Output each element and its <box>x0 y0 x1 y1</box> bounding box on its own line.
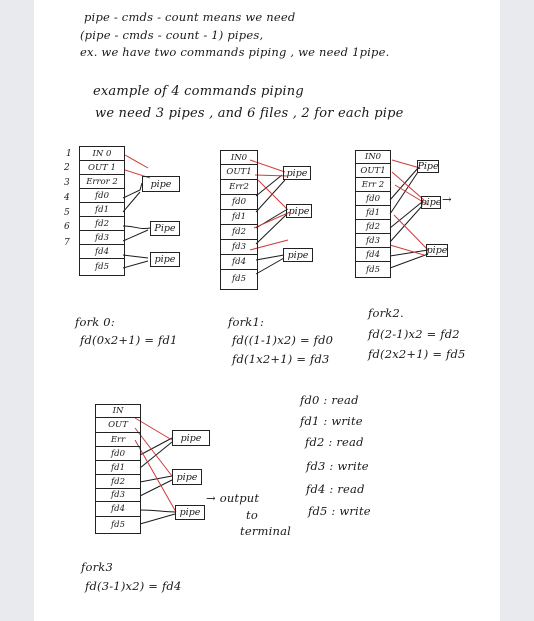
fd-cell: fd4 <box>96 502 140 517</box>
fd-cell: fd3 <box>356 234 390 248</box>
fd-cell: fd3 <box>80 231 124 245</box>
fd-cell: Error 2 <box>80 175 124 189</box>
fd-cell: IN 0 <box>80 147 124 161</box>
output-label: terminal <box>240 524 292 538</box>
fork3-title: fork3 <box>81 560 113 574</box>
note-line-3: ex. we have two commands piping , we nee… <box>80 45 390 59</box>
fd-cell: OUT1 <box>356 164 390 178</box>
fd-cell: fd5 <box>95 262 109 272</box>
fd-cell: OUT <box>96 418 140 433</box>
note-line-2: (pipe - cmds - count - 1) pipes, <box>80 28 264 42</box>
pipe-box: pipe <box>283 248 313 262</box>
fd-cell: IN0 <box>356 151 390 164</box>
fd-cell: fd0 <box>221 195 257 210</box>
fd-mode-item: fd0 : read <box>300 393 359 407</box>
fd-cell: fd2 <box>96 475 140 489</box>
fork0-formula: fd(0x2+1) = fd1 <box>80 333 178 347</box>
fd-cell: IN <box>96 405 140 418</box>
pipe-box: pipe <box>150 252 180 267</box>
note-line-5: we need 3 pipes , and 6 files , 2 for ea… <box>95 106 404 121</box>
output-label: to <box>246 508 258 522</box>
pipe-box: pipe <box>172 430 210 446</box>
fd-table-fork0: IN 0 OUT 1 Error 2 fd0 fd1 fd2 fd3 fd4 f… <box>79 146 125 276</box>
pipe-box: pipe <box>175 505 205 520</box>
row-number: 2 <box>64 163 70 173</box>
row-number: 4 <box>64 193 70 203</box>
fd-cell: fd4 <box>80 245 124 259</box>
row-number: 3 <box>64 178 70 188</box>
note-line-4: example of 4 commands piping <box>93 84 304 99</box>
fd-cell: fd0 <box>356 192 390 206</box>
note-line-1: pipe - cmds - count means we need <box>84 10 296 24</box>
fd-cell: fd1 <box>96 461 140 475</box>
output-arrow-icon: → <box>442 192 452 206</box>
fd-cell: fd3 <box>221 240 257 255</box>
fd-cell: fd2 <box>221 225 257 240</box>
fd-cell: OUT 1 <box>80 161 124 175</box>
pipe-box: pipe <box>286 204 312 218</box>
pipe-box: pipe <box>420 196 442 209</box>
pipe-box: pipe <box>142 176 180 192</box>
fork1-formula-1: fd((1-1)x2) = fd0 <box>232 333 334 347</box>
fd-cell: fd3 <box>96 489 140 502</box>
fd-table-fork2: IN0 OUT1 Err 2 fd0 fd1 fd2 fd3 fd4 fd5 <box>355 150 391 278</box>
fd-cell: fd4 <box>356 248 390 262</box>
fd-cell: fd4 <box>221 255 257 270</box>
fd-mode-item: fd1 : write <box>300 414 363 428</box>
fd-mode-item: fd4 : read <box>306 482 365 496</box>
fd-mode-item: fd2 : read <box>305 435 364 449</box>
fd-cell: fd2 <box>80 217 124 231</box>
fd-mode-item: fd5 : write <box>308 504 371 518</box>
fd-mode-item: fd3 : write <box>306 459 369 473</box>
fd-cell: fd1 <box>221 210 257 225</box>
fd-cell: fd1 <box>80 203 124 217</box>
row-number: 7 <box>64 238 70 248</box>
fd-cell: IN0 <box>221 151 257 165</box>
output-label: → output <box>206 491 260 505</box>
pipe-box: Pipe <box>150 221 180 236</box>
fd-table-fork1: IN0 OUT1 Err2 fd0 fd1 fd2 fd3 fd4 fd5 <box>220 150 258 290</box>
fork0-title: fork 0: <box>75 315 115 329</box>
fork1-title: fork1: <box>228 315 265 329</box>
fd-cell: Err 2 <box>356 178 390 192</box>
fork3-formula: fd(3-1)x2) = fd4 <box>85 579 182 593</box>
fork2-formula-1: fd(2-1)x2 = fd2 <box>368 327 460 341</box>
row-number: 6 <box>64 222 70 232</box>
fd-table-fork3: IN OUT Err fd0 fd1 fd2 fd3 fd4 fd5 <box>95 404 141 534</box>
fd-cell: fd5 <box>111 520 125 530</box>
fd-cell: Err <box>96 433 140 447</box>
fd-cell: fd2 <box>356 220 390 234</box>
row-number: 1 <box>66 149 72 159</box>
fd-cell: fd5 <box>232 274 246 284</box>
fork2-formula-2: fd(2x2+1) = fd5 <box>368 347 466 361</box>
fd-cell: fd0 <box>80 189 124 203</box>
fork2-title: fork2. <box>368 306 404 320</box>
fork1-formula-2: fd(1x2+1) = fd3 <box>232 352 330 366</box>
row-number: 5 <box>64 208 70 218</box>
fd-cell: Err2 <box>221 180 257 195</box>
fd-cell: fd0 <box>96 447 140 461</box>
fd-cell: fd1 <box>356 206 390 220</box>
pipe-box: pipe <box>283 166 311 180</box>
fd-cell: OUT1 <box>221 165 257 180</box>
fd-cell: fd5 <box>366 264 380 275</box>
notebook-page <box>34 0 500 621</box>
pipe-box: Pipe <box>417 160 439 173</box>
pipe-box: pipe <box>426 244 448 257</box>
pipe-box: pipe <box>172 469 202 485</box>
